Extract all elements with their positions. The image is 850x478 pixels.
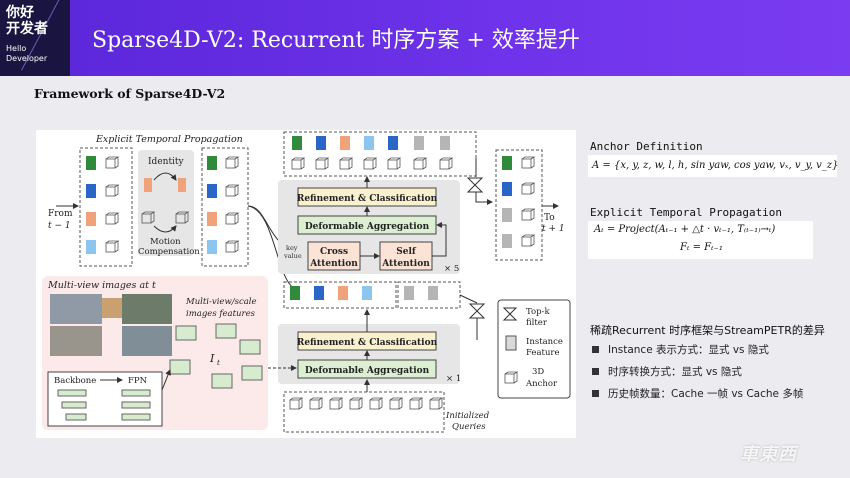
refine-label-bottom: Refinement & Classification	[297, 338, 438, 348]
figure-heading: Framework of Sparse4D-V2	[34, 86, 226, 101]
logo-line-2: 开发者	[6, 21, 48, 37]
anchor-cube	[105, 184, 119, 197]
key-label: key	[286, 244, 298, 252]
etp-formula-box: Aₜ = Project(Aₜ₋₁ + △t · vₜ₋₁, T₍ₜ₋₁₎→ₜ)…	[588, 221, 813, 259]
cross-attn-label: Attention	[309, 259, 358, 269]
initialized-anchors	[289, 397, 443, 410]
etp-title: Explicit Temporal Propagation	[590, 206, 783, 219]
bullet-square-icon	[592, 390, 599, 397]
from-label: From	[48, 209, 73, 219]
compensation-label: Compensation	[138, 247, 200, 257]
instance-green	[86, 156, 96, 170]
instance-blue	[86, 184, 96, 198]
anchor-definition-title: Anchor Definition	[590, 140, 703, 153]
instance-lightblue	[86, 240, 96, 254]
It-label: I	[209, 352, 215, 365]
prev-instances-box	[79, 147, 133, 267]
initialized-queries-box	[283, 391, 445, 433]
instance-orange	[86, 212, 96, 226]
identity-instance-left	[144, 178, 152, 192]
logo-text-cn: 你好 开发者	[6, 5, 48, 37]
topk-filter-top	[466, 177, 484, 193]
queries-label: Queries	[452, 422, 486, 432]
to-label: To	[544, 213, 555, 223]
legend-box	[497, 299, 571, 399]
camera-images	[50, 294, 172, 356]
slide-title: Sparse4D-V2: Recurrent 时序方案 + 效率提升	[92, 28, 580, 53]
list-item-text: 时序转换方式：显式 vs 隐式	[608, 366, 742, 378]
legend-3d-1: 3D	[532, 367, 544, 377]
mvfeat-label-1: Multi-view/scale	[185, 297, 257, 307]
self-attn-label: Attention	[381, 259, 430, 269]
output-instances-box	[495, 149, 543, 261]
propagated-instances	[207, 156, 239, 254]
legend-inst-2: Feature	[526, 348, 560, 358]
logo-text-en: Hello Developer	[6, 44, 47, 64]
logo-line-4: Developer	[6, 54, 48, 63]
list-item-text: Instance 表示方式：显式 vs 隐式	[608, 344, 769, 356]
framework-figure: Explicit Temporal Propagation From t − 1…	[36, 130, 576, 438]
to-time: t + 1	[542, 224, 565, 234]
logo-line-1: 你好	[6, 5, 34, 21]
logo-line-3: Hello	[6, 44, 27, 53]
list-item-text: 历史帧数量：Cache 一帧 vs Cache 多帧	[608, 388, 804, 400]
legend-topk-icon	[502, 307, 518, 321]
cross-attention-block	[307, 241, 361, 271]
repeat-x5: × 5	[444, 264, 459, 274]
cross-label: Cross	[320, 247, 348, 257]
anchor-cube	[105, 212, 119, 225]
identity-instance-right	[178, 178, 186, 192]
feature-maps	[169, 323, 263, 389]
propagated-instances-box	[201, 147, 249, 267]
multiview-label: Multi-view images at t	[47, 280, 156, 291]
output-instances	[502, 156, 535, 248]
identity-label: Identity	[148, 157, 185, 167]
explicit-label: Explicit Temporal Propagation	[95, 134, 243, 145]
legend-instance-icon	[505, 335, 517, 351]
mvfeat-label-2: images features	[186, 309, 256, 319]
fpn-layers	[57, 389, 151, 421]
anchor-cube	[105, 156, 119, 169]
bullet-square-icon	[592, 368, 599, 375]
watermark: 車東西	[740, 444, 797, 465]
self-label: Self	[396, 247, 417, 257]
header-bar: 你好 开发者 Hello Developer Sparse4D-V2: Recu…	[0, 0, 850, 76]
deform-label-bottom: Deformable Aggregation	[305, 366, 430, 376]
motion-label: Motion	[150, 237, 181, 247]
It-subscript: t	[217, 359, 220, 367]
topk-filter-mid	[468, 303, 486, 319]
etp-eq-1: Aₜ = Project(Aₜ₋₁ + △t · vₜ₋₁, T₍ₜ₋₁₎→ₜ)	[594, 224, 776, 235]
compare-title: 稀疏Recurrent 时序框架与StreamPETR的差异	[590, 324, 825, 337]
mid-row-instances	[290, 286, 438, 300]
identity-motion-panel	[138, 150, 194, 256]
prev-instances	[86, 156, 119, 254]
legend-topk-1: Top-k	[526, 307, 550, 317]
deform-label-top: Deformable Aggregation	[305, 222, 430, 232]
legend-3d-2: Anchor	[525, 379, 558, 389]
anchor-cube	[105, 240, 119, 253]
backbone-label: Backbone	[54, 376, 96, 386]
top-output-row	[283, 131, 477, 177]
framework-diagram: Explicit Temporal Propagation From t − 1…	[42, 131, 571, 433]
initialized-label: Initialized	[445, 411, 490, 421]
mid-row-left	[283, 281, 397, 309]
brand-logo: 你好 开发者 Hello Developer	[0, 0, 70, 76]
anchor-formula: A = {x, y, z, w, l, h, sin yaw, cos yaw,…	[588, 155, 838, 177]
fpn-label: FPN	[128, 376, 148, 386]
refine-label-top: Refinement & Classification	[297, 194, 438, 204]
legend-inst-1: Instance	[526, 337, 563, 347]
repeat-x1: × 1	[446, 374, 461, 384]
from-time: t − 1	[48, 221, 71, 231]
top-output-instances	[291, 136, 453, 170]
value-label: value	[283, 252, 302, 260]
bullet-square-icon	[592, 346, 599, 353]
legend-topk-2: filter	[526, 318, 548, 328]
etp-eq-2: Fₜ = Fₜ₋₁	[680, 242, 723, 253]
